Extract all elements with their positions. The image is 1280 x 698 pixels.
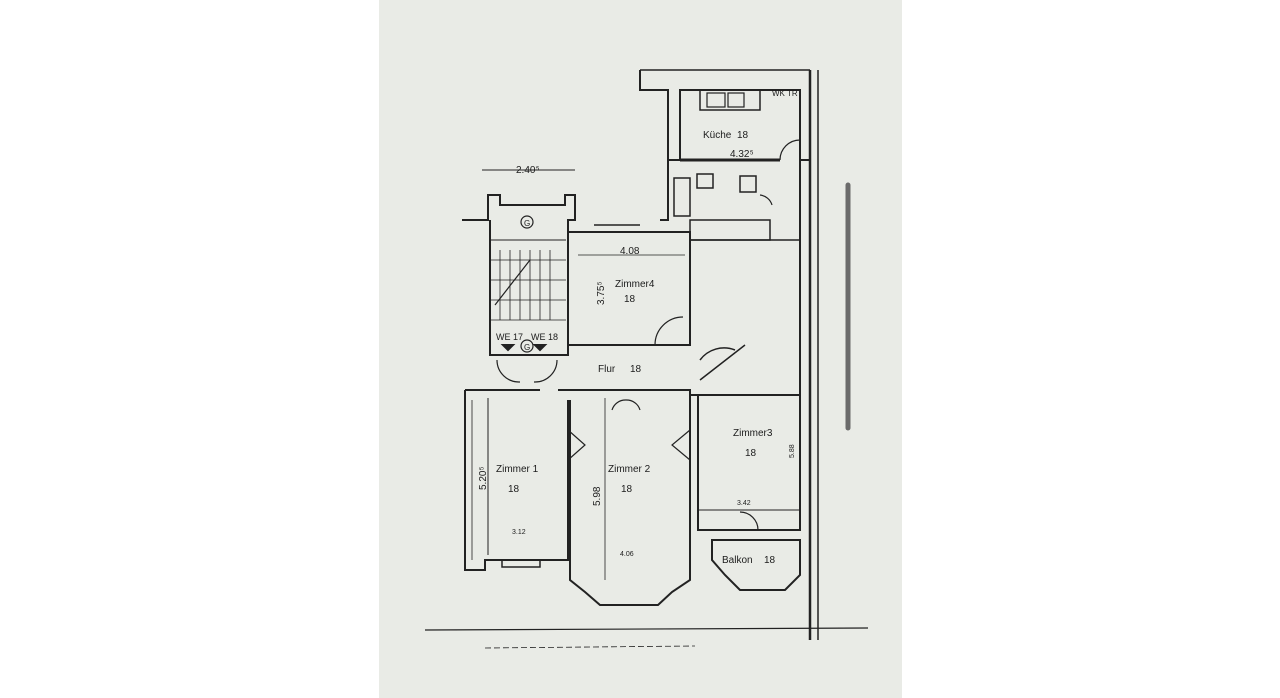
zimmer2-width: 4.06 (620, 551, 634, 558)
zimmer3-unit: 18 (745, 448, 757, 459)
balkon-walls (711, 539, 801, 591)
zimmer3-depth: 5.88 (789, 444, 796, 458)
zimmer1-label: Zimmer 1 (496, 464, 539, 475)
zimmer2-unit: 18 (621, 484, 633, 495)
zimmer3-label: Zimmer3 (733, 428, 773, 439)
zimmer2-depth: 5.98 (592, 486, 603, 506)
stair-unit-top: G (524, 219, 530, 228)
zimmer1-depth: 5.20⁵ (478, 466, 489, 490)
zimmer4-depth: 3.75⁵ (596, 281, 607, 305)
stair-width: 2.40⁵ (516, 165, 540, 176)
zimmer4-walls (568, 224, 691, 346)
zimmer3-walls (690, 394, 801, 531)
kueche-dimension: 4.32⁵ (730, 149, 754, 160)
bathroom-walls (660, 160, 773, 241)
kueche-label: Küche (703, 130, 732, 141)
zimmer4-label: Zimmer4 (615, 279, 655, 290)
paper-sheet (379, 0, 902, 698)
zimmer4-width: 4.08 (620, 246, 640, 257)
stair-unit-bottom: G (524, 343, 530, 352)
zimmer2-label: Zimmer 2 (608, 464, 651, 475)
balkon-label: Balkon (722, 555, 753, 566)
entry-we17: WE 17 (496, 332, 523, 342)
stair-core (462, 194, 576, 383)
entry-we18: WE 18 (531, 332, 558, 342)
balkon-unit: 18 (764, 555, 776, 566)
zimmer1-width: 3.12 (512, 529, 526, 536)
zimmer1-walls (464, 389, 586, 571)
kueche-unit: 18 (737, 130, 749, 141)
zimmer2-walls (558, 389, 691, 606)
flur-label: Flur (598, 364, 616, 375)
zimmer1-unit: 18 (508, 484, 520, 495)
flur-unit: 18 (630, 364, 642, 375)
kitchen-note: WK TR (772, 89, 798, 98)
kitchen-walls (639, 69, 810, 162)
zimmer3-width: 3.42 (737, 500, 751, 507)
zimmer4-unit: 18 (624, 294, 636, 305)
